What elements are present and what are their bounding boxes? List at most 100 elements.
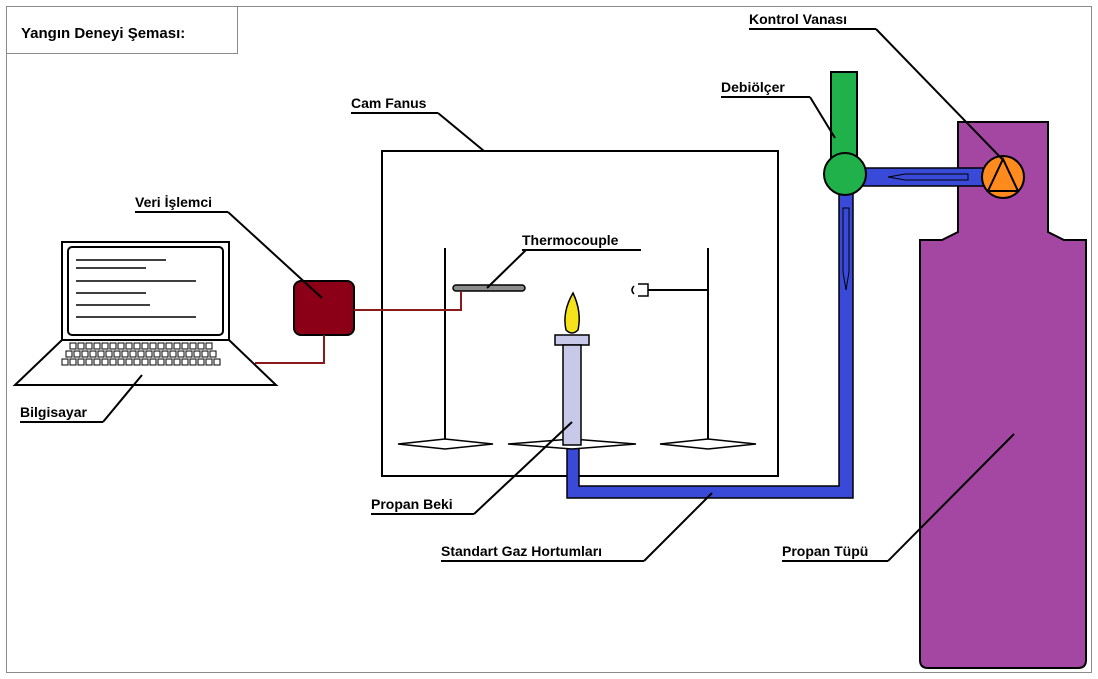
keyboard-key [117,342,125,350]
propane-tank [919,121,1087,669]
keyboard-key [197,342,205,350]
laptop-screen-inner [67,246,224,336]
keyboard-key [145,350,153,358]
keyboard-key [133,342,141,350]
label-group-glass-hood: Cam Fanus [351,95,438,114]
leader-thermocouple [486,249,527,289]
laptop-keyboard [61,342,221,366]
keyboard-key [69,358,77,366]
keyboard-key [121,350,129,358]
keyboard-key [73,350,81,358]
keyboard-key [61,358,69,366]
clamp-jaw [631,283,649,297]
keyboard-key [157,342,165,350]
keyboard-key [165,358,173,366]
keyboard-key [109,358,117,366]
right-stand-base [659,438,757,450]
leader-flowmeter [809,96,836,139]
keyboard-key [109,342,117,350]
control-valve [981,155,1025,199]
label-propane-burner: Propan Beki [371,496,453,512]
burner-flame [564,291,580,334]
keyboard-key [185,350,193,358]
leader-propane-tank [887,433,1015,562]
diagram-frame [6,6,1092,673]
keyboard-key [81,350,89,358]
keyboard-key [193,350,201,358]
keyboard-key [201,350,209,358]
keyboard-key [213,358,221,366]
keyboard-key [149,342,157,350]
keyboard-key [85,342,93,350]
label-propane-tank: Propan Tüpü [782,543,868,559]
keyboard-key [209,350,217,358]
label-thermocouple: Thermocouple [522,232,619,248]
keyboard-key [189,342,197,350]
burner-body [562,344,582,446]
valve-triangle-icon [986,156,1020,192]
keyboard-key [177,350,185,358]
hose-flow-arrow-vertical [842,207,850,291]
label-group-gas-hoses: Standart Gaz Hortumları [441,543,644,562]
keyboard-key [137,350,145,358]
leader-glass-hood [437,112,485,152]
keyboard-key [161,350,169,358]
keyboard-key [173,358,181,366]
keyboard-key [165,342,173,350]
keyboard-key [129,350,137,358]
keyboard-key [125,342,133,350]
keyboard-key [141,358,149,366]
keyboard-key [169,350,177,358]
label-flowmeter: Debiölçer [721,79,785,95]
keyboard-key [141,342,149,350]
keyboard-key [105,350,113,358]
leader-computer [102,374,143,423]
cable-processor-thermocouple [354,291,462,311]
keyboard-key [89,350,97,358]
leader-data-processor [227,211,323,299]
keyboard-key [97,350,105,358]
keyboard-key [205,358,213,366]
label-gas-hoses: Standart Gaz Hortumları [441,543,602,559]
keyboard-key [133,358,141,366]
diagram-title: Yangın Deneyi Şeması: [21,25,186,42]
label-group-flowmeter: Debiölçer [721,79,810,98]
hose-flow-arrow-horizontal [887,173,969,181]
burner-top [554,334,590,346]
keyboard-key [85,358,93,366]
keyboard-key [173,342,181,350]
keyboard-key [113,350,121,358]
flowmeter-bulb [823,152,867,196]
label-group-propane-tank: Propan Tüpü [782,543,888,562]
keyboard-key [181,358,189,366]
label-glass-hood: Cam Fanus [351,95,427,111]
keyboard-key [69,342,77,350]
label-group-computer: Bilgisayar [20,404,103,423]
flowmeter-tube [830,71,858,163]
gas-hose-top [857,167,996,187]
label-group-thermocouple: Thermocouple [522,232,641,251]
leader-propane-burner [473,421,573,515]
label-computer: Bilgisayar [20,404,87,420]
keyboard-key [101,342,109,350]
leader-gas-hoses [643,492,713,562]
keyboard-key [93,358,101,366]
label-control-valve: Kontrol Vanası [749,11,847,27]
keyboard-key [157,358,165,366]
keyboard-key [77,342,85,350]
keyboard-key [181,342,189,350]
title-box: Yangın Deneyi Şeması: [6,6,238,54]
keyboard-key [117,358,125,366]
keyboard-key [153,350,161,358]
leader-control-valve [875,28,1004,161]
cable-laptop-processor [255,335,325,364]
keyboard-key [101,358,109,366]
label-group-data-processor: Veri İşlemci [135,194,228,213]
keyboard-key [125,358,133,366]
keyboard-key [65,350,73,358]
left-stand-base [397,438,494,450]
keyboard-key [77,358,85,366]
keyboard-key [149,358,157,366]
